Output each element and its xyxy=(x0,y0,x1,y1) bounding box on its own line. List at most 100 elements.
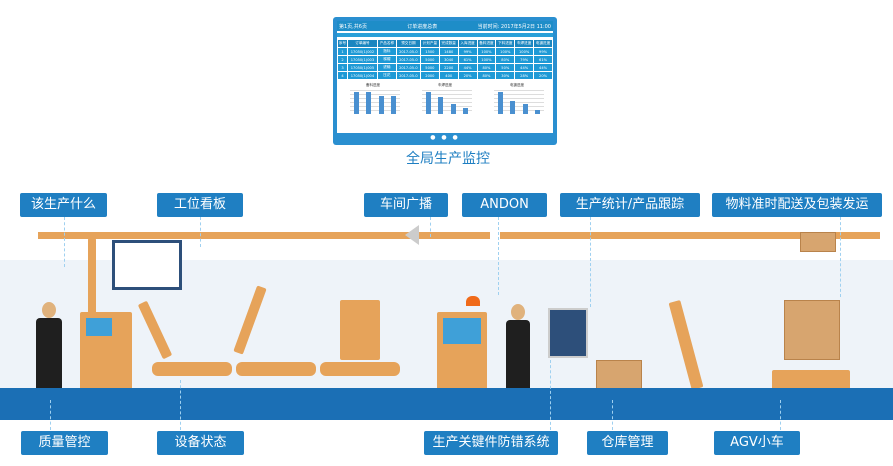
table-cell: 100% xyxy=(477,56,496,63)
table-cell: 1500 xyxy=(420,48,439,55)
label-warehouse: 仓库管理 xyxy=(587,431,668,455)
table-cell: 2200 xyxy=(439,64,458,71)
table-cell: 30% xyxy=(496,72,515,79)
table-cell: 17050(1)002 xyxy=(347,48,377,55)
table-cell: 99% xyxy=(458,48,477,55)
monitor-time: 当前时间: 2017年5月2日 11:00 xyxy=(477,23,551,30)
column-header: 入库进度 xyxy=(458,40,477,47)
progress-chart: 车焊进度 xyxy=(414,83,476,117)
global-monitor-screen: 第1页,共6页订单进度总表当前时间: 2017年5月2日 11:00 序号订单编… xyxy=(333,17,557,145)
table-cell: 61% xyxy=(458,56,477,63)
column-header: 计划产量 xyxy=(420,40,439,47)
label-quality-control: 质量管控 xyxy=(21,431,108,455)
monitor-page: 第1页,共6页 xyxy=(339,23,367,30)
chart-bar xyxy=(497,92,503,114)
table-cell: 5000 xyxy=(420,56,439,63)
table-cell: 44% xyxy=(458,64,477,71)
table-cell: 2017-05-0 xyxy=(396,56,420,63)
quality-inspector xyxy=(42,302,56,318)
table-cell: 50% xyxy=(496,64,515,71)
chart-title: 车焊进度 xyxy=(438,83,452,87)
chart-bar xyxy=(510,100,516,114)
column-header: 完成数量 xyxy=(439,40,458,47)
overhead-beam-left xyxy=(38,232,490,239)
chart-bar xyxy=(463,107,469,114)
connector xyxy=(780,400,781,430)
table-cell: 17050(1)004 xyxy=(347,72,377,79)
label-what-to-produce: 该生产什么 xyxy=(20,193,107,217)
andon-terminal-screen xyxy=(441,316,483,346)
crane-load xyxy=(800,232,836,252)
label-production-stats: 生产统计/产品跟踪 xyxy=(560,193,700,217)
table-cell: 1480 xyxy=(439,48,458,55)
chart-title: 备料进度 xyxy=(366,83,380,87)
table-cell: 5000 xyxy=(420,64,439,71)
column-header: 预交日期 xyxy=(396,40,420,47)
table-cell: 4 xyxy=(338,72,347,79)
table-cell: 3 xyxy=(338,64,347,71)
table-cell: 28% xyxy=(515,72,534,79)
table-cell: 61% xyxy=(534,56,552,63)
conveyor-2 xyxy=(236,362,316,376)
table-cell: 3040 xyxy=(439,56,458,63)
table-cell: 指标 xyxy=(377,48,396,55)
label-equipment-status: 设备状态 xyxy=(157,431,244,455)
connector xyxy=(430,217,431,237)
conveyor-3 xyxy=(320,362,400,376)
chart-bar xyxy=(378,96,384,114)
column-header: 序号 xyxy=(338,40,347,47)
worker xyxy=(511,304,525,320)
table-cell: 17050(1)005 xyxy=(347,64,377,71)
chart-bar xyxy=(425,92,431,114)
table-cell: 100% xyxy=(515,48,534,55)
table-cell: 44% xyxy=(515,64,534,71)
table-cell: 100% xyxy=(496,48,515,55)
support-column xyxy=(88,238,96,318)
column-header: 车焊进度 xyxy=(515,40,534,47)
label-station-board: 工位看板 xyxy=(157,193,243,217)
stats-terminal xyxy=(548,308,588,358)
chart-bar xyxy=(450,104,456,114)
station-board-display xyxy=(112,240,182,290)
progress-chart: 备料进度 xyxy=(342,83,404,117)
table-cell: 2 xyxy=(338,56,347,63)
column-header: 产品名称 xyxy=(377,40,396,47)
connector xyxy=(64,217,65,267)
label-error-proofing: 生产关键件防错系统 xyxy=(424,431,558,455)
table-cell: 80% xyxy=(477,72,496,79)
label-agv: AGV小车 xyxy=(714,431,800,455)
table-cell: 79% xyxy=(515,56,534,63)
table-cell: 20% xyxy=(458,72,477,79)
terminal-left-screen xyxy=(84,316,114,338)
connector xyxy=(50,400,51,430)
overhead-beam-right xyxy=(500,232,880,239)
table-cell: 400 xyxy=(439,72,458,79)
table-cell: 梯帽 xyxy=(377,56,396,63)
table-cell: 2017-05-0 xyxy=(396,64,420,71)
speaker-icon xyxy=(405,225,419,245)
pagination-dots[interactable]: ● ● ● xyxy=(430,134,460,141)
table-cell: 80% xyxy=(477,64,496,71)
order-progress-table: 序号订单编号产品名称预交日期计划产量完成数量入库进度备料进度下料进度车焊进度电镀… xyxy=(337,39,553,80)
column-header: 备料进度 xyxy=(477,40,496,47)
connector xyxy=(498,217,499,295)
chart-bar xyxy=(391,96,397,114)
connector xyxy=(590,217,591,307)
table-cell: 17050(1)003 xyxy=(347,56,377,63)
label-andon: ANDON xyxy=(462,193,547,217)
table-cell: 压花 xyxy=(377,72,396,79)
chart-bar xyxy=(353,92,359,114)
table-cell: 20% xyxy=(534,72,552,79)
connector xyxy=(550,360,551,430)
label-workshop-broadcast: 车间广播 xyxy=(364,193,448,217)
connector xyxy=(200,217,201,247)
table-cell: 99% xyxy=(534,48,552,55)
column-header: 电镀进度 xyxy=(534,40,552,47)
monitor-caption: 全局生产监控 xyxy=(406,151,490,167)
agv-cargo xyxy=(784,300,840,360)
table-cell: 80% xyxy=(496,56,515,63)
